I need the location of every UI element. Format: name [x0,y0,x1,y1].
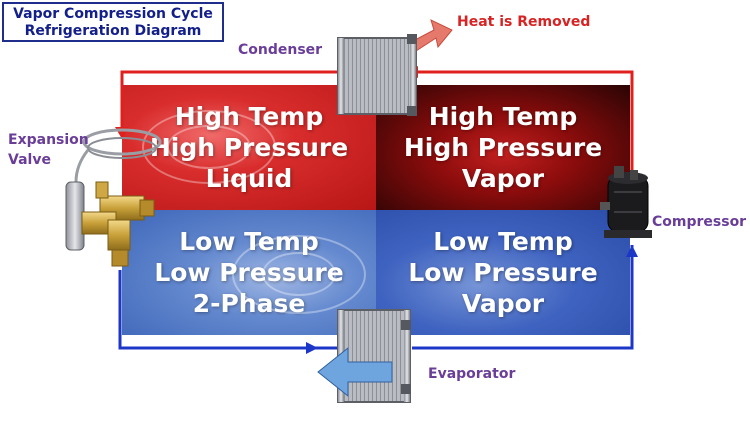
evaporator-label: Evaporator [428,366,516,382]
ripple-decoration [232,235,366,314]
flow-arrow-right-icon [306,342,318,354]
flow-arrow-up-icon [626,245,638,257]
condenser-icon [337,34,417,116]
quadrant-line: High Pressure [403,133,603,162]
expansion-valve-label: Expansion Valve [8,130,89,170]
quadrant-line: High Temp [428,102,578,131]
ripple-decoration [262,252,336,296]
condenser-label: Condenser [238,42,323,58]
expansion-valve-label-line1: Expansion [8,132,89,148]
ripple-decoration [142,110,276,184]
quadrant-line: Vapor [461,164,545,193]
diagram-title-line2: Refrigeration Diagram [24,23,202,39]
compressor-label: Compressor [652,214,747,230]
quadrant-high-pressure-liquid: High Temp High Pressure Liquid [122,85,376,210]
evaporator-icon [337,309,411,403]
quadrant-low-pressure-two-phase: Low Temp Low Pressure 2-Phase [122,210,376,335]
compressor-icon [600,166,652,238]
ripple-decoration [167,125,251,169]
heat-removed-label: Heat is Removed [457,14,591,30]
quadrant-line: Low Temp [433,227,573,256]
quadrant-line: Low Pressure [408,258,598,287]
diagram-title-line1: Vapor Compression Cycle [13,6,213,22]
quadrant-line: Vapor [461,289,545,318]
quadrant-low-pressure-vapor: Low Temp Low Pressure Vapor [376,210,630,335]
expansion-valve-label-line2: Valve [8,152,51,168]
diagram-title-box: Vapor Compression Cycle Refrigeration Di… [2,2,224,42]
expansion-valve-icon [65,128,162,267]
cold-air-arrow-icon [317,346,393,398]
cold-refrigerant-line [118,245,638,354]
quadrant-high-pressure-vapor: High Temp High Pressure Vapor [376,85,630,210]
